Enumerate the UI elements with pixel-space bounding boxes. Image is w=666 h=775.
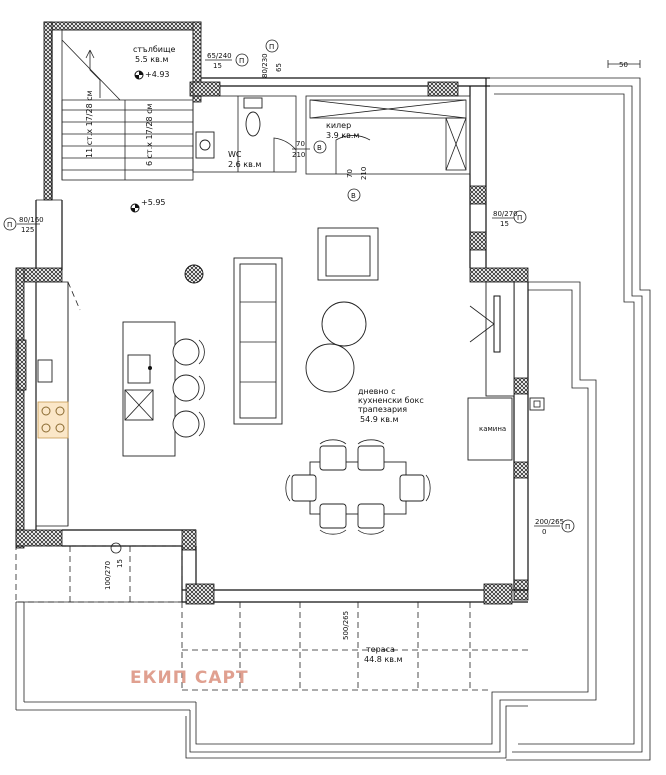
stair-run-2: 6 ст.х 17/28 см — [145, 103, 154, 166]
landing-level: +4.93 — [145, 70, 170, 79]
stairs-name: стълбище — [133, 45, 175, 54]
watermark-text: ЕКИП САРТ — [130, 668, 249, 688]
window-right-size: 80/270 — [493, 210, 518, 218]
wc-door-height: 210 — [292, 151, 305, 159]
living-label-1: дневно с — [358, 387, 395, 396]
window-left-sill: 125 — [21, 226, 34, 234]
main-terrace — [181, 602, 528, 759]
window-wc-marker-label: П — [269, 43, 274, 51]
armchair — [317, 227, 379, 281]
window-bottom-left-sill: 15 — [116, 559, 124, 568]
window-terrace-size: 500/265 — [342, 611, 350, 640]
window-top-marker — [235, 53, 249, 67]
window-wc-marker — [265, 39, 279, 53]
kitchen-island — [122, 321, 205, 457]
window-wc-size: 80/230 — [261, 53, 269, 78]
storage-door-height: 210 — [360, 167, 368, 180]
tv-unit — [469, 281, 515, 397]
window-right-big-marker — [561, 519, 575, 533]
plant-icon — [184, 264, 204, 284]
window-wc-sill: 65 — [275, 63, 283, 72]
dining-table — [285, 439, 431, 535]
window-right-marker — [513, 210, 527, 224]
stair-run-1: 11 ст.х 17/28 см — [85, 90, 94, 158]
kitchen — [17, 281, 81, 527]
window-left-marker-label: П — [7, 221, 12, 229]
wc-room — [192, 95, 297, 173]
window-top-sill: 15 — [213, 62, 222, 70]
wc-name: WC — [228, 150, 242, 159]
terrace-name: тераса — [366, 645, 395, 654]
left-terrace — [15, 545, 196, 711]
storage-name: килер — [326, 121, 351, 130]
coffee-table-1 — [321, 301, 367, 347]
window-bottom-left-size: 100/270 — [104, 561, 112, 590]
window-right-big-size: 200/265 — [535, 518, 564, 526]
window-right-big-marker-label: П — [565, 523, 570, 531]
storage-room — [305, 95, 471, 175]
living-label-3: трапезария — [358, 405, 407, 414]
window-top-marker-label: П — [239, 57, 244, 65]
living-label-2: кухненски бокс — [358, 396, 424, 405]
window-left-size: 80/160 — [19, 216, 44, 224]
landing-level-marker — [134, 70, 144, 80]
fireplace-label: камина — [479, 425, 506, 433]
floor-level-marker — [130, 203, 140, 213]
coffee-table-2 — [305, 343, 355, 393]
floor-level: +5.95 — [141, 198, 166, 207]
wc-door-width: 70 — [296, 140, 305, 148]
dimension-label: 50 — [619, 61, 628, 69]
right-balcony — [486, 60, 651, 761]
storage-door-width: 70 — [346, 169, 354, 178]
wc-door-tag: В — [317, 144, 322, 152]
storage-area: 3.9 кв.м — [326, 131, 359, 140]
stairs-area: 5.5 кв.м — [135, 55, 168, 64]
window-left-marker — [3, 217, 17, 231]
window-right-big-sill: 0 — [542, 528, 546, 536]
terrace-area: 44.8 кв.м — [364, 655, 402, 664]
storage-door-tag: В — [351, 192, 356, 200]
wc-area: 2.6 кв.м — [228, 160, 261, 169]
living-area: 54.9 кв.м — [360, 415, 398, 424]
storage-door-tag-circle — [347, 188, 361, 202]
window-top-size: 65/240 — [207, 52, 232, 60]
window-right-sill: 15 — [500, 220, 509, 228]
fireplace — [467, 397, 545, 461]
wc-door-tag-circle — [313, 140, 327, 154]
sofa — [233, 257, 283, 425]
window-right-marker-label: П — [517, 214, 522, 222]
